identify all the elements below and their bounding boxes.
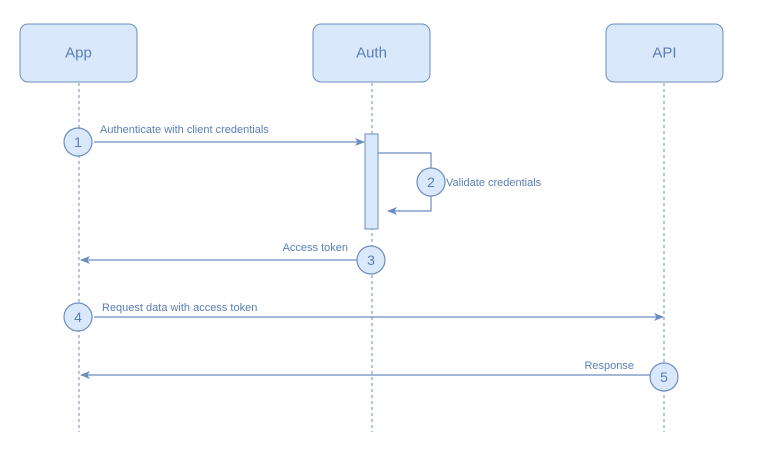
participant-api-box <box>605 23 724 83</box>
message-5-label: Response <box>584 360 634 372</box>
step-1-badge <box>63 127 93 157</box>
step-3-badge <box>356 245 386 275</box>
participant-auth-label: Auth <box>356 45 387 62</box>
participant-auth-box <box>312 23 431 83</box>
step-4-badge <box>63 302 93 332</box>
participant-auth[interactable]: Auth <box>312 23 431 83</box>
message-4-label: Request data with access token <box>102 302 257 314</box>
participant-api-label: API <box>652 45 676 62</box>
step-3-number: 3 <box>367 252 375 268</box>
message-3: Access token 3 <box>80 242 386 275</box>
message-2-label: Validate credentials <box>446 177 542 189</box>
participant-app-label: App <box>65 45 92 62</box>
auth-activation-bar <box>364 133 379 230</box>
participant-app-box <box>19 23 138 83</box>
message-1-label: Authenticate with client credentials <box>100 124 269 136</box>
message-4: Request data with access token 4 <box>63 302 664 332</box>
participant-api[interactable]: API <box>605 23 724 83</box>
message-1: Authenticate with client credentials 1 <box>63 124 365 157</box>
step-4-number: 4 <box>74 309 82 325</box>
message-5: Response 5 <box>80 360 679 392</box>
step-5-number: 5 <box>660 369 668 385</box>
message-2: 2 Validate credentials <box>378 152 542 215</box>
step-5-badge <box>649 362 679 392</box>
step-1-number: 1 <box>74 134 82 150</box>
step-2-badge <box>416 167 446 197</box>
message-3-label: Access token <box>283 242 348 254</box>
participant-app[interactable]: App <box>19 23 138 83</box>
step-2-number: 2 <box>427 174 435 190</box>
